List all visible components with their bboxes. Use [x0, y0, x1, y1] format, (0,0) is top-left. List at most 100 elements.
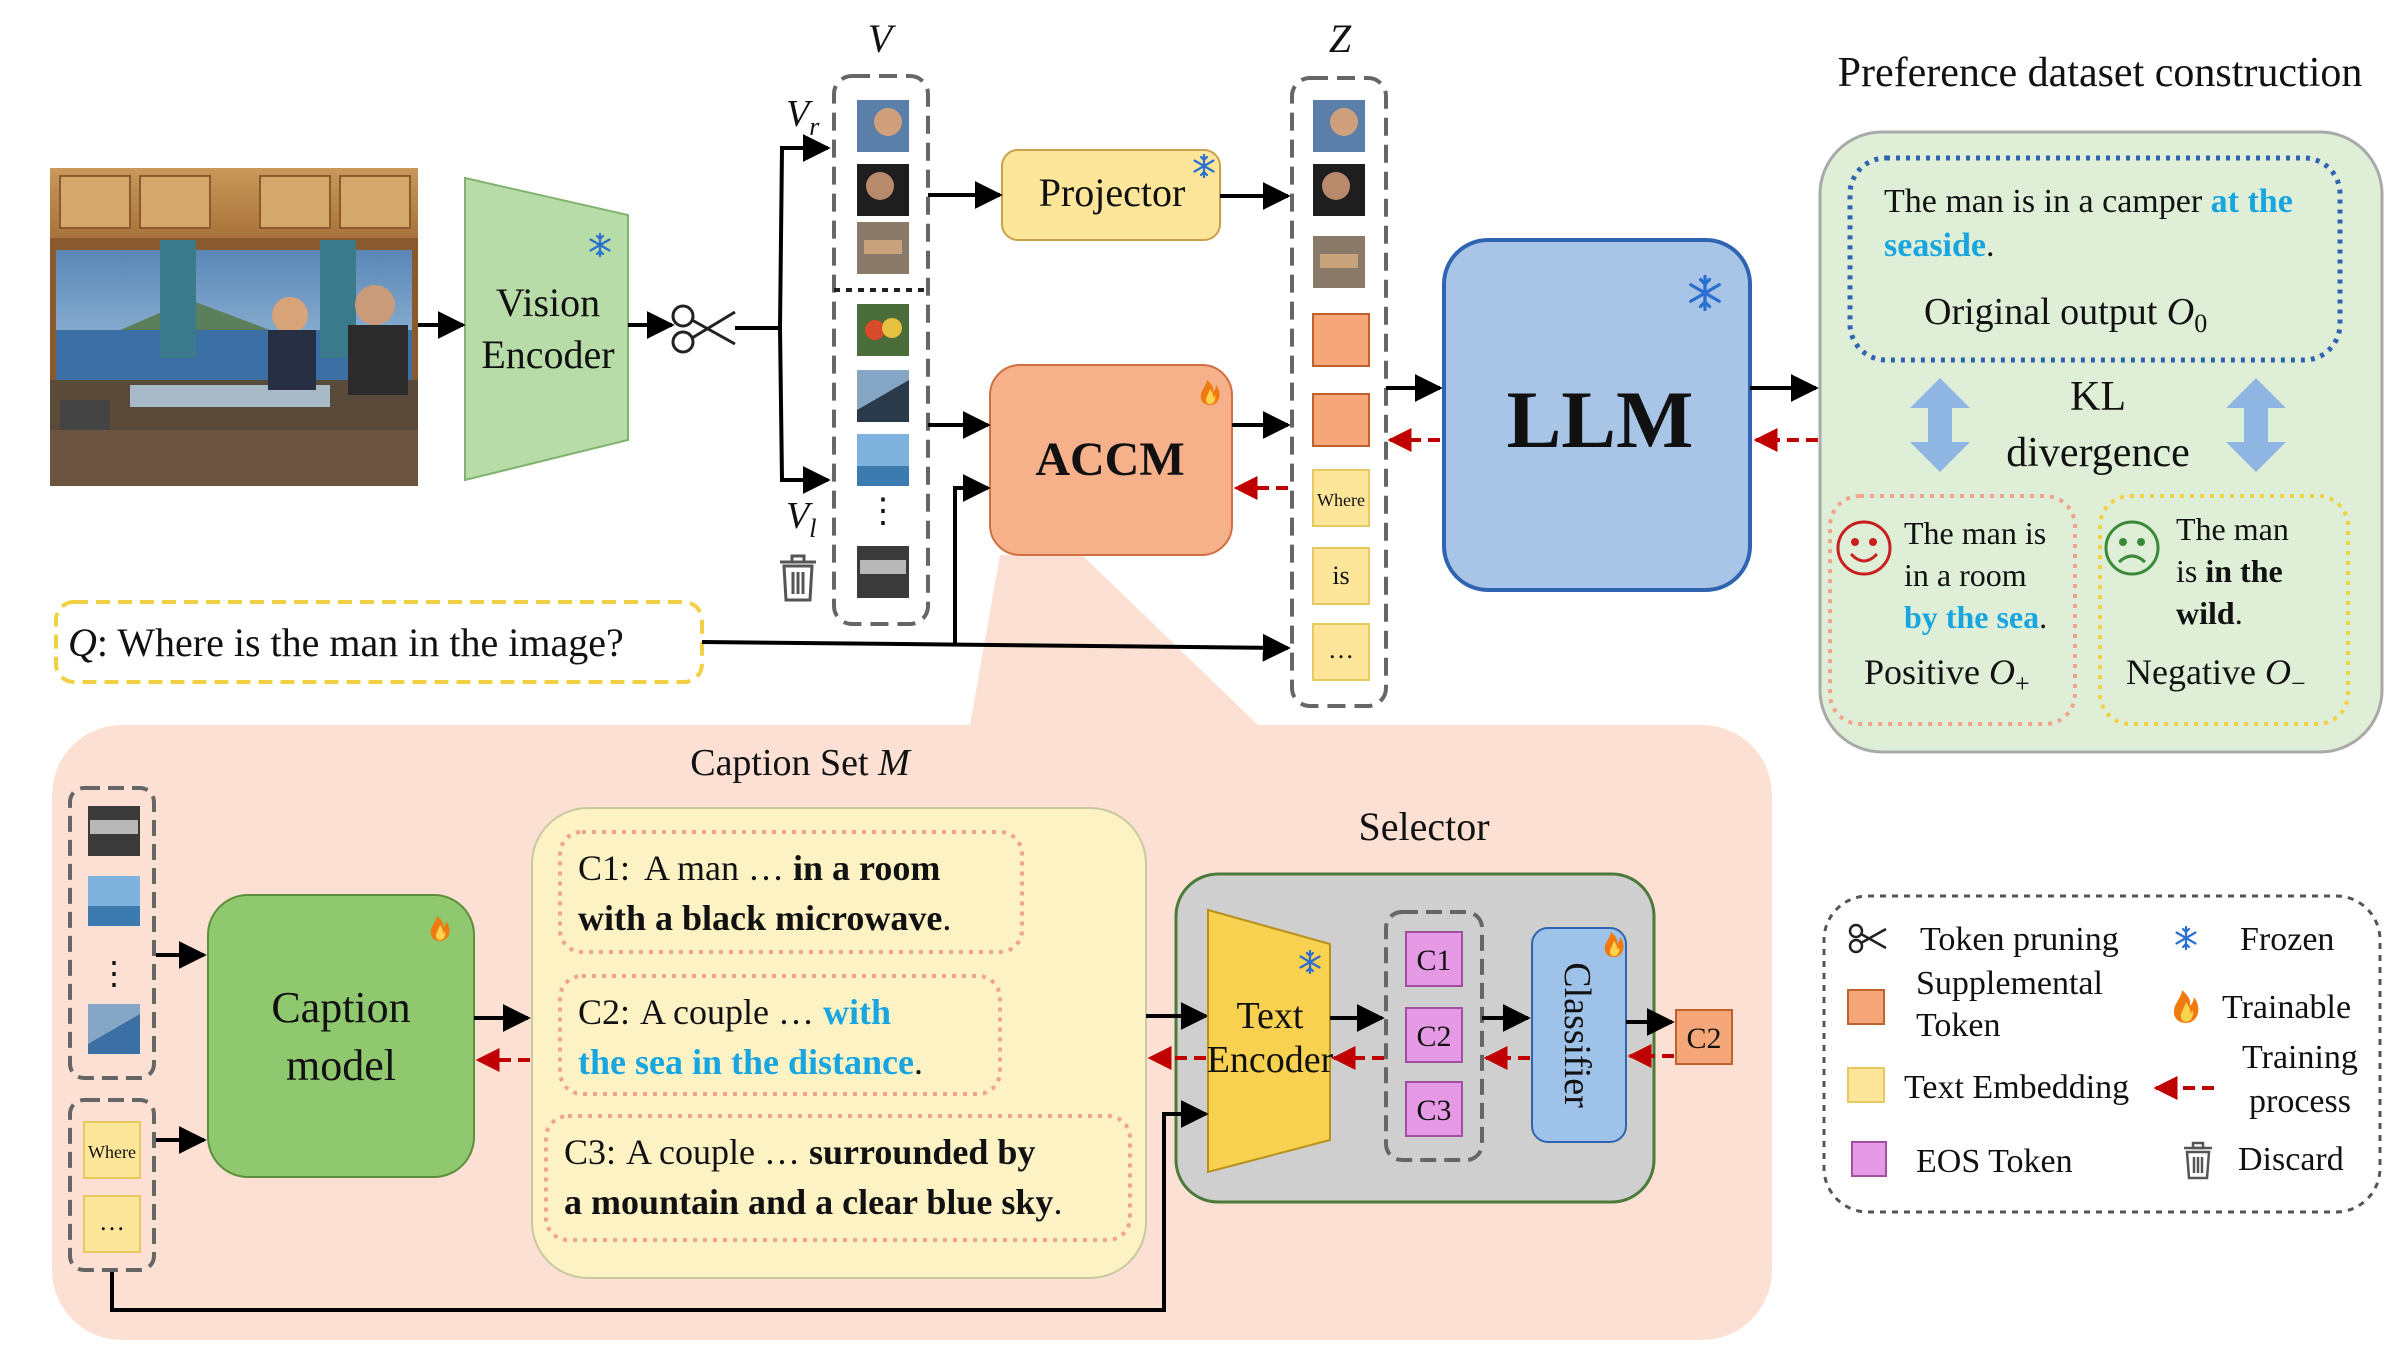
- z-token-column: [1290, 76, 1388, 708]
- discard-trash-icon: [780, 554, 816, 602]
- z-supplemental-token-1: [1312, 313, 1370, 367]
- v-vdots: ⋮: [866, 493, 900, 530]
- kl-label-2: divergence: [2006, 430, 2189, 476]
- classifier-box: [1531, 927, 1627, 1143]
- z-text-token-ellipsis: [1312, 623, 1370, 681]
- z-ellipsis-label: …: [1328, 635, 1354, 664]
- negative-output-box: [2098, 494, 2350, 726]
- caption-set-title: Caption Set M: [690, 742, 912, 784]
- eos-token-c1-label: C1: [1416, 944, 1451, 977]
- vision-encoder: [464, 176, 629, 482]
- legend-discard: Discard: [2238, 1141, 2344, 1178]
- caption-c3-line-1: C3:A couple … surrounded by: [564, 1132, 1035, 1172]
- text-encoder-label-1: Text: [1237, 995, 1304, 1037]
- classifier-label: Classifier: [1556, 962, 1598, 1108]
- positive-line-3: by the sea.: [1904, 599, 2047, 635]
- legend-frozen-icon: [2175, 925, 2197, 951]
- eos-token-c2-label: C2: [1416, 1020, 1451, 1053]
- caption-c3-line-2: a mountain and a clear blue sky.: [564, 1182, 1062, 1222]
- caption-c3-box: [544, 1114, 1132, 1242]
- legend-supplemental-1: Supplemental: [1916, 965, 2103, 1002]
- preference-panel: [1818, 130, 2384, 754]
- positive-line-2: in a room: [1904, 557, 2027, 593]
- text-encoder-label-2: Encoder: [1207, 1039, 1334, 1081]
- eos-token-column: [1384, 910, 1484, 1162]
- negative-line-1: The man: [2176, 511, 2289, 547]
- caption-c1-box: [558, 830, 1024, 954]
- detail-where-label: Where: [88, 1142, 136, 1162]
- accm-expansion-wedge: [970, 555, 1258, 725]
- arrow-question-to-text-encoder: [110, 1100, 1209, 1312]
- z-label: Z: [1329, 16, 1352, 61]
- selected-caption-label: C2: [1686, 1022, 1721, 1055]
- question-text: Q: Where is the man in the image?: [68, 620, 624, 665]
- eos-token-c3-label: C3: [1416, 1094, 1451, 1127]
- legend-eos-token: EOS Token: [1916, 1143, 2073, 1180]
- v-token-column: [832, 74, 930, 626]
- eos-token-c3: [1405, 1081, 1463, 1137]
- detail-ellipsis-token: [83, 1195, 141, 1253]
- original-output-box: [1847, 155, 2343, 363]
- sad-face-icon: [2104, 520, 2160, 576]
- llm-box: [1442, 238, 1752, 592]
- v-label: V: [868, 16, 897, 61]
- kl-arrow-left: [1910, 378, 1970, 472]
- detail-text-token-column: [68, 1098, 156, 1272]
- text-encoder: [1207, 908, 1331, 1174]
- legend-supplemental-2: Token: [1916, 1007, 2001, 1044]
- legend-training-1: Training: [2242, 1039, 2358, 1076]
- legend-text-embedding: Text Embedding: [1904, 1069, 2129, 1106]
- arrow-question-to-z: [701, 633, 1291, 662]
- legend-supplemental-swatch: [1847, 989, 1885, 1025]
- vr-label: Vr: [786, 93, 820, 141]
- caption-c1-line-1: C1:A man … in a room: [578, 848, 940, 888]
- caption-model-label-2: model: [286, 1041, 396, 1090]
- z-tokens: Where is …: [1312, 100, 1370, 681]
- selected-caption-token: [1675, 1009, 1733, 1065]
- detail-vdots: ⋮: [98, 955, 130, 991]
- detail-where-token: [83, 1121, 141, 1179]
- accm-box: [989, 364, 1233, 556]
- caption-model-label-1: Caption: [271, 983, 410, 1032]
- arrow-question-to-accm: [953, 474, 991, 645]
- caption-set-panel: [531, 807, 1147, 1279]
- smile-face-icon: [1836, 520, 1892, 576]
- preference-title: Preference dataset construction: [1838, 50, 2363, 96]
- llm-label: LLM: [1507, 374, 1694, 465]
- arrow-to-vl: [778, 327, 831, 494]
- legend-discard-icon: [2184, 1141, 2212, 1180]
- negative-label: Negative O−: [2126, 652, 2306, 698]
- vision-encoder-label-1: Vision: [496, 280, 600, 325]
- negative-line-3: wild.: [2176, 595, 2243, 631]
- legend-token-pruning: Token pruning: [1920, 921, 2119, 958]
- legend-frozen: Frozen: [2240, 921, 2334, 958]
- z-where-label: Where: [1317, 490, 1365, 510]
- caption-c2-line-2: the sea in the distance.: [578, 1042, 923, 1082]
- detail-ellipsis-label: …: [99, 1207, 125, 1236]
- detail-visual-token-column: [68, 786, 156, 1080]
- projector-label: Projector: [1039, 170, 1186, 215]
- positive-label: Positive O+: [1864, 652, 2030, 698]
- v-visual-tokens: ⋮: [834, 100, 928, 598]
- negative-line-2: is in the: [2176, 553, 2283, 589]
- positive-line-1: The man is: [1904, 515, 2046, 551]
- z-supplemental-token-2: [1312, 393, 1370, 447]
- legend-text-embedding-swatch: [1847, 1067, 1885, 1103]
- caption-c2-line-1: C2:A couple … with: [578, 992, 891, 1032]
- arrow-to-vr: [778, 134, 831, 329]
- scissors-icon: [671, 304, 736, 354]
- eos-token-c2: [1405, 1007, 1463, 1063]
- original-output-line-1: The man is in a camper at the: [1884, 183, 2293, 220]
- z-is-label: is: [1332, 561, 1349, 590]
- legend-training-2: process: [2249, 1083, 2351, 1120]
- positive-output-box: [1828, 494, 2077, 726]
- z-text-token-is: [1312, 547, 1370, 605]
- legend-trainable-icon: [2173, 990, 2199, 1023]
- legend-scissors-icon: [1848, 923, 1887, 954]
- input-image: [50, 168, 418, 486]
- vision-encoder-label-2: Encoder: [481, 332, 614, 377]
- kl-label-1: KL: [2070, 374, 2126, 420]
- vl-label: Vl: [786, 495, 816, 543]
- z-text-token-where: [1312, 469, 1370, 527]
